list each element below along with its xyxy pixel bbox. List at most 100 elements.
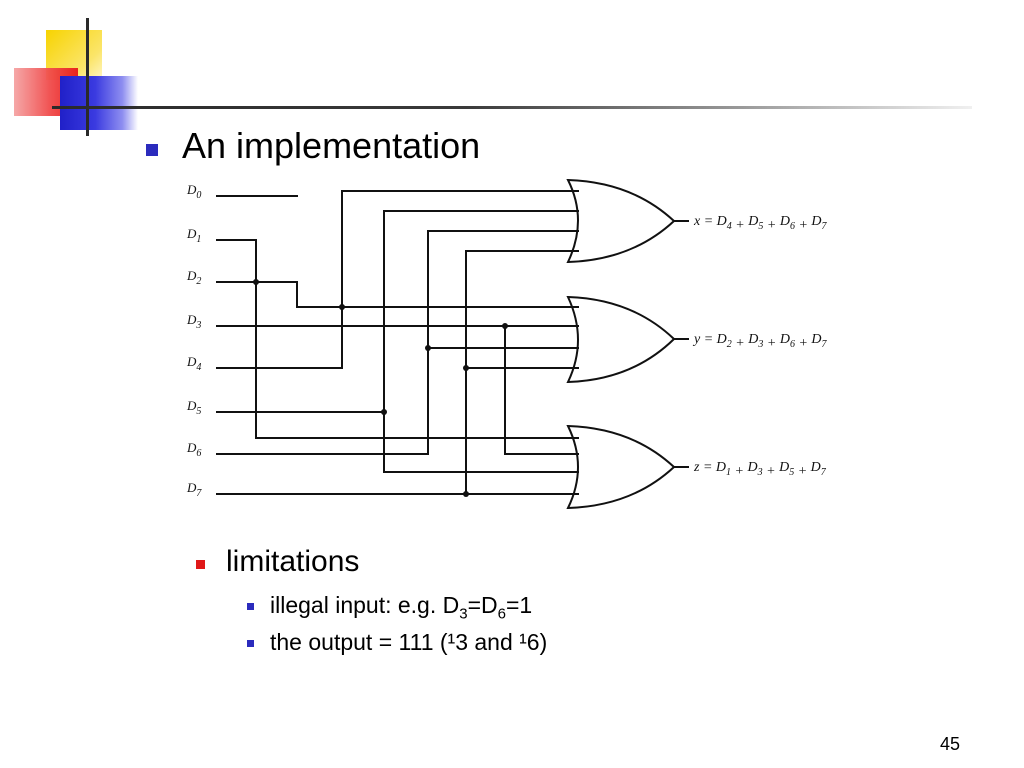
term-base: D	[715, 460, 726, 475]
plus-sign: +	[794, 464, 810, 479]
input-label-d2: D2	[186, 268, 201, 287]
output-equation-x: x = D4 + D5 + D6 + D7	[693, 214, 828, 233]
plus-sign: +	[795, 218, 811, 233]
wire-d4	[216, 190, 579, 369]
or-gate-x	[566, 178, 676, 264]
junction-dot	[502, 323, 508, 329]
slide-title: An implementation	[182, 125, 481, 166]
input-label-sub: 6	[196, 448, 201, 459]
or-gate-y	[566, 295, 676, 384]
illegal-input-sub2: 6	[497, 605, 506, 623]
output-var: z =	[693, 460, 716, 475]
wire-d3-to-z	[504, 325, 579, 455]
illegal-input-sub1: 3	[459, 605, 468, 623]
input-label-d0: D0	[186, 182, 201, 201]
term-base: D	[810, 214, 821, 229]
input-label-sub: 7	[196, 488, 202, 499]
input-label-base: D	[186, 354, 197, 369]
term-sub: 1	[726, 467, 731, 478]
wire-d6	[216, 230, 579, 455]
input-label-base: D	[186, 440, 197, 455]
output-var: x =	[693, 214, 717, 229]
junction-dot	[425, 345, 431, 351]
input-label-sub: 0	[196, 190, 201, 201]
term-base: D	[810, 332, 821, 347]
term-base: D	[747, 214, 758, 229]
plus-sign: +	[732, 336, 748, 351]
term-sub: 7	[821, 467, 827, 478]
term-sub: 5	[789, 467, 794, 478]
wire-d1	[216, 239, 579, 439]
decorative-logo	[0, 0, 140, 140]
bullet-square-icon	[247, 603, 254, 610]
plus-sign: +	[731, 464, 747, 479]
term-base: D	[747, 332, 758, 347]
bullet-illegal-input: illegal input: e.g. D3=D6=1	[270, 590, 532, 630]
term-base: D	[779, 214, 790, 229]
plus-sign: +	[795, 336, 811, 351]
input-label-base: D	[186, 398, 197, 413]
term-sub: 3	[757, 467, 763, 478]
plus-sign: +	[763, 464, 779, 479]
output-equation-y: y = D2 + D3 + D6 + D7	[692, 332, 828, 351]
input-label-sub: 3	[195, 320, 201, 331]
term-sub: 7	[822, 221, 828, 232]
junction-dot	[463, 491, 469, 497]
wire-d5-to-z	[383, 411, 579, 473]
logo-vertical-line	[86, 18, 89, 136]
term-sub: 2	[727, 339, 732, 350]
input-label-d5: D5	[186, 398, 201, 417]
input-label-d7: D7	[186, 480, 202, 499]
term-base: D	[716, 332, 727, 347]
input-label-sub: 2	[196, 276, 201, 287]
input-label-base: D	[186, 182, 197, 197]
plus-sign: +	[763, 336, 779, 351]
illegal-input-prefix: illegal input: e.g. D	[270, 592, 460, 618]
term-sub: 7	[822, 339, 828, 350]
page-number: 45	[940, 734, 961, 754]
input-label-sub: 5	[196, 406, 201, 417]
input-label-d4: D4	[186, 354, 201, 373]
term-base: D	[746, 460, 757, 475]
illegal-input-suffix: =1	[505, 592, 533, 618]
input-label-base: D	[186, 312, 197, 327]
or-gate-z	[566, 424, 676, 510]
junction-dot	[381, 409, 387, 415]
bullet-output: the output = 111 (¹3 and ¹6)	[270, 629, 548, 655]
term-sub: 3	[757, 339, 763, 350]
bullet-limitations: limitations	[226, 545, 360, 578]
term-sub: 5	[758, 221, 763, 232]
plus-sign: +	[732, 218, 748, 233]
illegal-input-mid: =D	[467, 592, 498, 618]
bullet-square-icon	[196, 560, 205, 569]
input-label-base: D	[186, 268, 197, 283]
term-base: D	[810, 460, 821, 475]
term-base: D	[778, 460, 789, 475]
term-base: D	[779, 332, 790, 347]
input-label-d6: D6	[186, 440, 201, 459]
term-base: D	[716, 214, 727, 229]
bullet-square-icon	[146, 144, 158, 156]
term-sub: 6	[790, 221, 795, 232]
term-sub: 6	[790, 339, 795, 350]
junction-dot	[463, 365, 469, 371]
term-sub: 4	[727, 221, 732, 232]
header-rule	[52, 106, 972, 109]
wire-d2	[216, 281, 579, 308]
input-label-base: D	[186, 480, 197, 495]
input-label-base: D	[186, 226, 197, 241]
input-label-sub: 1	[196, 234, 201, 245]
plus-sign: +	[763, 218, 779, 233]
input-label-d3: D3	[186, 312, 201, 331]
input-label-sub: 4	[196, 362, 201, 373]
input-label-d1: D1	[186, 226, 201, 245]
output-equation-z: z = D1 + D3 + D5 + D7	[693, 460, 827, 479]
junction-dot	[339, 304, 345, 310]
bullet-square-icon	[247, 640, 254, 647]
logo-blue-square	[60, 76, 138, 130]
junction-dot	[253, 279, 259, 285]
wire-d5	[216, 210, 579, 413]
wire-d7	[216, 250, 579, 495]
